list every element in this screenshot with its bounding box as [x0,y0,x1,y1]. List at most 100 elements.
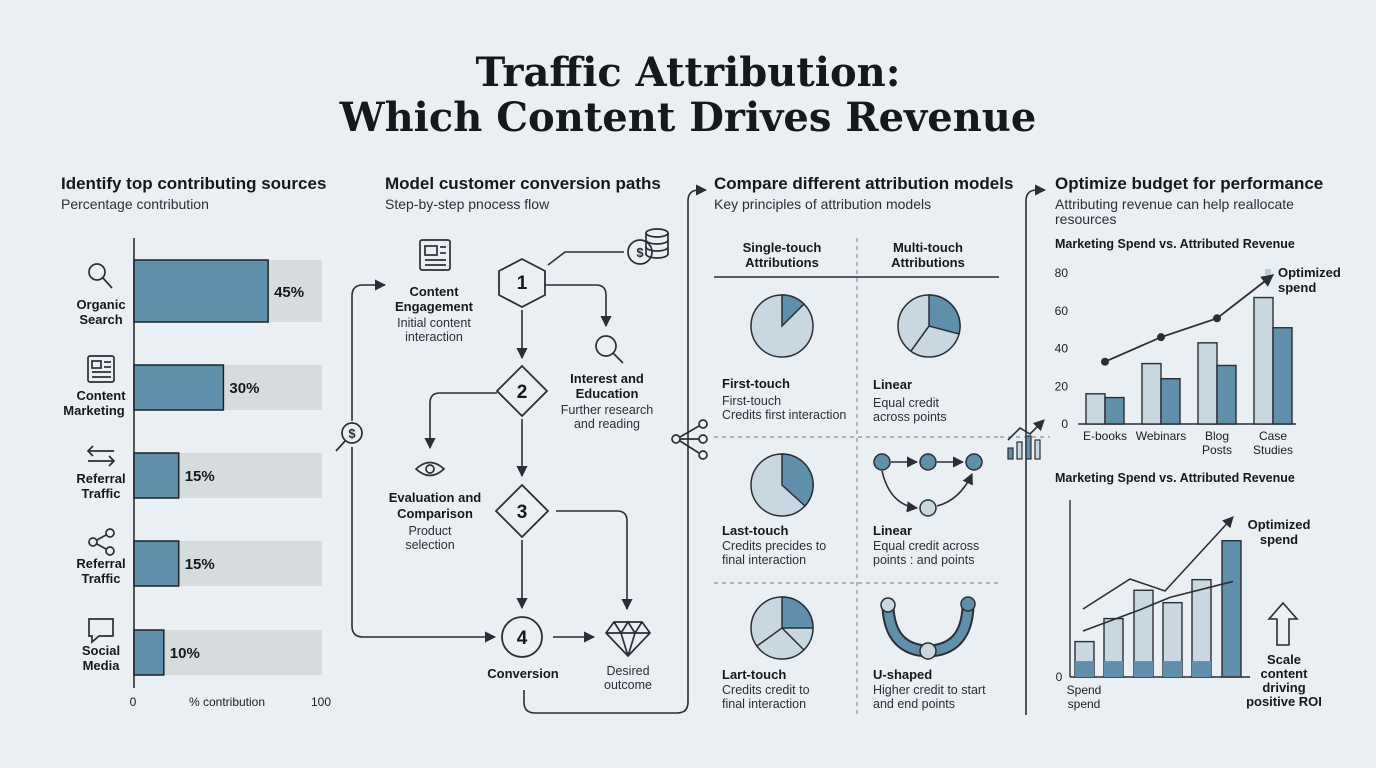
chart1-annotation: spend [1278,280,1316,295]
chart2-bar-fill [1075,661,1094,677]
step-number: 4 [517,628,528,649]
chart1-bar-series1 [1085,393,1106,425]
step-title: Conversion [487,666,559,681]
bar-category-label: Search [79,312,122,327]
step-desc: selection [405,538,454,552]
chart2-bar-fill [1104,661,1123,677]
panel-budget: Optimize budget for performance Attribut… [1055,174,1341,711]
model-title: Last-touch [722,523,789,538]
page-title-line1: Traffic Attribution: [476,49,901,96]
chart1-line-point [1213,314,1221,323]
chart2-side-note: driving [1262,680,1305,695]
axis-min-label: 0 [130,695,137,709]
x-tick-label: Webinars [1136,429,1186,443]
growth-chart-icon [1007,419,1045,460]
chart1-title: Marketing Spend vs. Attributed Revenue [1055,237,1295,251]
x-tick-label: Blog [1205,429,1229,443]
pie-linear [897,294,961,358]
step-desc: Initial content [397,316,471,330]
column-header: Attributions [745,255,819,270]
chart1-bar-series2 [1272,327,1293,425]
pie-last-touch [750,453,814,517]
step-title: Comparison [397,506,473,521]
chart2-side-note: Scale [1267,652,1301,667]
pie-lart-touch [750,596,814,660]
connector-arrow [523,184,708,714]
bar-category-label: Traffic [81,486,120,501]
outcome-desc: Desired [606,664,649,678]
newspaper-icon [419,239,451,271]
x-tick-label: Posts [1202,443,1232,457]
optimized-marker [1265,269,1271,275]
x-tick-label: Case [1259,429,1287,443]
axis-title: % contribution [189,695,265,709]
column-header: Attributions [891,255,965,270]
bar-category-label: Content [76,388,126,403]
step-number: 3 [517,502,528,523]
chart2-revenue-line [1082,580,1234,632]
newspaper-icon [87,355,115,383]
bar-referral-traffic [133,452,180,499]
model-desc: across points [873,410,947,424]
arrows-icon [86,445,116,467]
column-header: Multi-touch [893,240,963,255]
model-desc: Equal credit across [873,539,979,553]
step-title: Interest and [570,371,644,386]
panel3-subheading: Key principles of attribution models [714,196,931,212]
step-desc: Further research [561,403,653,417]
panel2-heading: Model customer conversion paths [385,174,661,193]
step-title: Education [576,386,639,401]
bar-value-label: 10% [170,645,200,662]
step-number: 2 [517,382,528,403]
chart1-bar-series1 [1141,362,1162,425]
x-tick-label: Studies [1253,443,1293,457]
step-3-diamond [494,483,550,539]
chart2-bar-fill [1192,661,1211,677]
panel4-subheading: Attributing revenue can help reallocate [1055,196,1294,212]
bar-value-label: 45% [274,284,304,301]
panel-conversion-paths: Model customer conversion paths Step-by-… [385,174,669,692]
step-title: Evaluation and [389,490,482,505]
chart2-annotation: Optimized [1248,517,1311,532]
chart1-bar-series1 [1197,342,1218,425]
model-desc: Credits precides to [722,539,826,553]
dollar-search-icon [335,422,363,452]
connector-line [547,251,624,266]
step-title: Engagement [395,299,474,314]
bar-category-label: Referral [76,471,125,486]
bar-track [134,630,322,675]
chart1-line-point [1157,333,1165,342]
coins-icon [627,228,669,265]
model-desc: final interaction [722,553,806,567]
bar-value-label: 15% [185,468,215,485]
chart2-x-label: spend [1068,697,1101,711]
panel4-heading: Optimize budget for performance [1055,174,1323,193]
bar-category-label: Marketing [63,403,124,418]
chart2-x-label: Spend [1067,683,1102,697]
model-title: Linear [873,523,912,538]
bar-organic-search [133,259,269,323]
model-desc: Credits credit to [722,683,810,697]
panel4-subheading: resources [1055,211,1116,227]
x-tick-label: E-books [1083,429,1127,443]
panel3-heading: Compare different attribution models [714,174,1013,193]
step-4-circle [501,616,543,658]
bar-content-marketing [133,364,225,411]
model-desc: Higher credit to start [873,683,986,697]
magnifier-icon [88,263,113,289]
network-icon [671,419,708,460]
chart2-side-note: positive ROI [1246,694,1322,709]
page-title-line2: Which Content Drives Revenue [339,94,1037,141]
model-desc: and end points [873,697,955,711]
bar-category-label: Referral [76,556,125,571]
dollar-glyph: $ [348,426,356,441]
model-desc: final interaction [722,697,806,711]
axis-max-label: 100 [311,695,331,709]
panel-sources: Identify top contributing sources Percen… [61,174,331,709]
model-title: U-shaped [873,667,932,682]
outcome-desc: outcome [604,678,652,692]
step-number: 1 [517,273,528,294]
bar-social-media [133,629,165,676]
